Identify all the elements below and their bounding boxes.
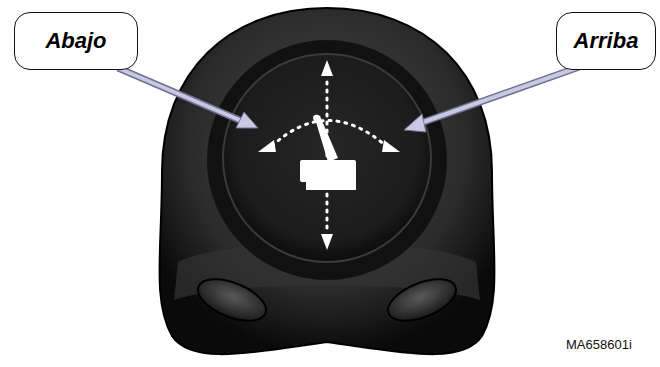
callout-box: Abajo xyxy=(14,12,138,70)
figure-code: MA658601i xyxy=(566,337,632,352)
knob-dial xyxy=(223,54,431,262)
callout-text: Abajo xyxy=(45,29,106,53)
knob-ring xyxy=(207,40,447,280)
seat-symbol xyxy=(258,60,400,250)
leader-arrow xyxy=(118,68,258,128)
callout-text: Arriba xyxy=(574,29,639,53)
side-button xyxy=(192,271,271,329)
leader-arrow xyxy=(404,66,582,132)
callout-box: Arriba xyxy=(556,12,656,70)
knob-housing xyxy=(160,8,495,354)
side-button xyxy=(382,271,461,329)
